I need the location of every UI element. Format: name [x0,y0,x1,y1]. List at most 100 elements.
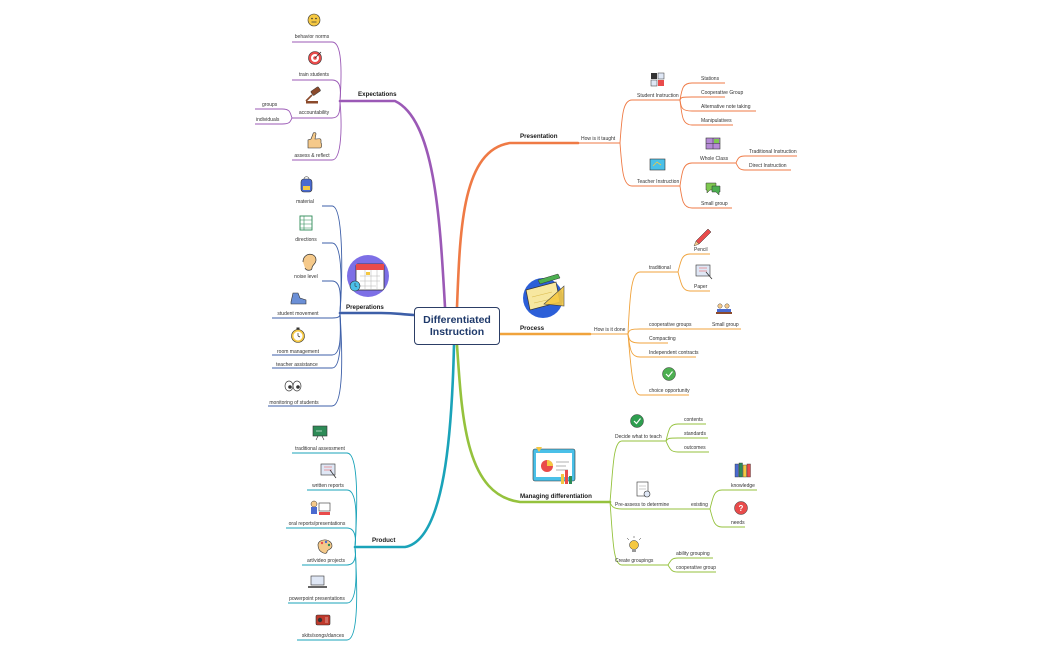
process-paper[interactable]: Paper [694,284,708,290]
managing-groupings[interactable]: Create groupings [615,558,654,564]
expectations-links [255,41,342,161]
svg-text:?: ? [739,504,744,513]
managing-ability-grouping[interactable]: ability grouping [676,551,710,557]
expectations-sub-groups[interactable]: groups [262,102,278,108]
managing-standards[interactable]: standards [684,431,706,437]
managing-links [609,423,757,573]
check-circle-icon [630,414,644,428]
eyes-icon [284,380,302,392]
managing-existing[interactable]: existing [691,502,708,508]
presentation-traditional-instruction[interactable]: Traditional Instruction [749,149,797,155]
preperations-links [268,205,343,407]
stopwatch-icon [291,327,305,343]
pencil-icon [693,228,712,247]
presentation-alternative-note-taking[interactable]: Alternative note taking [701,104,751,110]
presentation-teacher-instruction[interactable]: Teacher Instruction [637,179,679,185]
presentation-label[interactable]: Presentation [520,133,558,140]
expectations-item-behavior-norms[interactable]: behavior norms [295,34,330,40]
document-search-icon [636,481,651,498]
radio-icon [315,614,331,626]
preperations-label[interactable]: Preperations [346,304,384,311]
managing-knowledge[interactable]: knowledge [731,483,755,489]
managing-preassess[interactable]: Pre-assess to determine [615,502,669,508]
preperations-item-teacher-assistance[interactable]: teacher assistance [276,362,318,368]
expectations-item-accountability[interactable]: accountability [299,110,330,116]
process-links [590,253,741,396]
center-title: Differentiated Instruction [423,314,491,338]
expectations-item-train-students[interactable]: train students [299,72,330,78]
process-choice-opportunity[interactable]: choice opportunity [649,388,690,394]
managing-label[interactable]: Managing differentiation [520,493,592,500]
presentation-links [578,82,797,209]
small-group-icon [716,303,732,314]
spreadsheet-icon [299,215,313,231]
process-small-group[interactable]: Small group [712,322,739,328]
managing-outcomes[interactable]: outcomes [684,445,706,451]
dashboard-chart-icon [532,447,576,484]
product-links [286,452,358,641]
calendar-planner-icon [347,255,389,297]
managing-contents[interactable]: contents [684,417,703,423]
blocks-icon [650,72,665,87]
branch-presentation [455,141,580,309]
laptop-icon [308,575,327,588]
presentation-direct-instruction[interactable]: Direct Instruction [749,163,787,169]
expectations-item-assess-reflect[interactable]: assess & reflect [294,153,330,159]
presentation-small-group[interactable]: Small group [701,201,728,207]
paper-icon [695,264,713,280]
process-traditional[interactable]: traditional [649,265,671,271]
preperations-item-directions[interactable]: directions [295,237,317,243]
process-how[interactable]: How is it done [594,327,626,333]
smiley-icon [307,13,321,27]
process-cooperative-groups[interactable]: cooperative groups [649,322,692,328]
presentation-stations[interactable]: Stations [701,76,720,82]
preperations-item-material[interactable]: material [296,199,314,205]
branch-preperations [338,311,416,317]
process-compacting[interactable]: Compacting [649,336,676,342]
branch-expectations [338,99,447,309]
managing-decide[interactable]: Decide what to teach [615,434,662,440]
presentation-cooperative-group[interactable]: Cooperative Group [701,90,743,96]
backpack-icon [300,176,313,193]
branch-managing [455,343,612,504]
expectations-sub-individuals[interactable]: individuals [256,117,280,123]
process-pencil[interactable]: Pencil [694,247,708,253]
product-label[interactable]: Product [372,537,395,544]
product-item-written-reports[interactable]: written reports [312,483,344,489]
chat-bubbles-icon [705,182,721,196]
question-icon: ? [734,501,748,515]
presentation-student-instruction[interactable]: Student Instruction [637,93,679,99]
product-item-traditional-assessment[interactable]: traditional assessment [295,446,345,452]
sneaker-icon [290,292,307,305]
center-node[interactable]: Differentiated Instruction [414,307,500,345]
presentation-whole-class[interactable]: Whole Class [700,156,729,162]
presentation-how[interactable]: How is it taught [581,136,616,142]
geometry-tools-icon [523,273,565,318]
product-item-skits-songs-dances[interactable]: skits/songs/dances [302,633,345,639]
chalkboard-icon [312,425,328,441]
product-item-powerpoint-presentations[interactable]: powerpoint presentations [289,596,345,602]
preperations-item-monitoring-of-students[interactable]: monitoring of students [269,400,319,406]
product-item-art-video-projects[interactable]: art/video projects [307,558,346,564]
managing-needs[interactable]: needs [731,520,745,526]
report-icon [320,463,337,479]
managing-cooperative-group[interactable]: cooperative group [676,565,716,571]
thumbs-up-icon [307,132,322,149]
expectations-label[interactable]: Expectations [358,91,397,98]
whiteboard-icon [649,158,666,171]
process-label[interactable]: Process [520,325,545,332]
ear-icon [302,253,317,271]
product-item-oral-reports[interactable]: oral reports/presentations [289,521,346,527]
presenter-icon [310,500,331,515]
palette-icon [317,539,333,554]
gavel-icon [305,86,321,104]
preperations-item-noise-level[interactable]: noise level [294,274,318,280]
lightbulb-icon [626,536,642,552]
books-icon [734,462,751,478]
preperations-item-room-management[interactable]: room management [277,349,320,355]
preperations-item-student-movement[interactable]: student movement [277,311,319,317]
class-grid-icon [705,137,721,150]
process-independent-contracts[interactable]: Independent contracts [649,350,699,356]
presentation-manipulatives[interactable]: Manipulatives [701,118,732,124]
